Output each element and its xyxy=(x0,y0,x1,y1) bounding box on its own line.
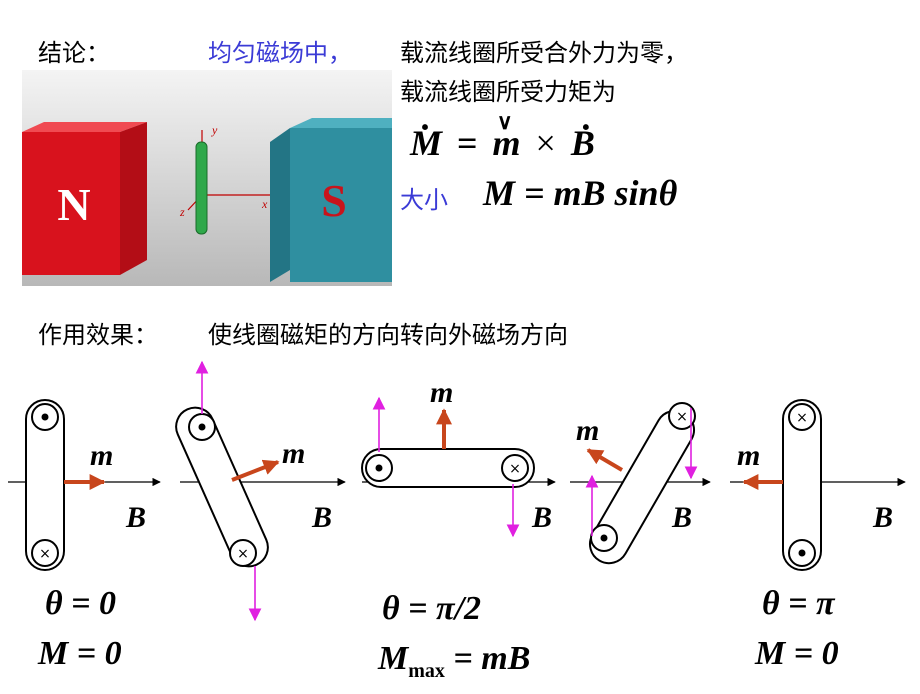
moment-label: m xyxy=(430,376,453,409)
axis-z-label: z xyxy=(179,205,185,219)
axis-y-label: y xyxy=(211,123,218,137)
case2-torque-subscript: max xyxy=(408,659,445,682)
case2-torque-symbol: M xyxy=(378,640,409,677)
current-out-dot-icon xyxy=(41,413,49,421)
field-label: B xyxy=(671,501,692,534)
net-force-zero-text: 载流线圈所受合外力为零， xyxy=(400,39,688,67)
magnetic-moment-arrow xyxy=(586,448,624,472)
moment-label: m xyxy=(282,437,305,470)
current-out-dot-icon xyxy=(198,423,206,431)
axis-x-label: x xyxy=(261,197,268,211)
field-label: B xyxy=(531,501,552,534)
diagram-theta-0: × m B xyxy=(8,399,161,571)
torque-symbol: M xyxy=(410,106,442,164)
coil-loop xyxy=(361,448,535,488)
field-label: B xyxy=(872,501,893,534)
moment-symbol: m xyxy=(493,110,521,164)
coil-loop xyxy=(175,406,269,568)
field-label: B xyxy=(125,501,146,534)
diagram-tilted-left: × m B xyxy=(175,360,346,622)
north-label: N xyxy=(57,179,90,230)
current-in-cross-icon: × xyxy=(237,546,249,562)
magnitude-label: 大小 xyxy=(400,186,448,214)
torque-statement-text: 载流线圈所受力矩为 xyxy=(400,78,616,106)
cross-sign: × xyxy=(535,123,556,163)
case2-torque: Mmax = mB xyxy=(378,640,530,683)
south-magnet: S xyxy=(270,118,392,282)
effect-text: 使线圈磁矩的方向转向外磁场方向 xyxy=(208,321,568,349)
torque-vector-formula: M = m × B xyxy=(410,106,595,164)
coil-loop xyxy=(782,399,822,571)
field-label: B xyxy=(311,501,332,534)
current-in-cross-icon: × xyxy=(509,461,521,477)
diagram-tilted-right: × m B xyxy=(570,402,711,565)
current-out-dot-icon xyxy=(798,549,806,557)
moment-label: m xyxy=(576,414,599,447)
magnetic-moment-arrow xyxy=(231,459,280,482)
case1-theta: θ = 0 xyxy=(45,585,117,622)
case3-torque: M = 0 xyxy=(755,635,839,672)
conclusion-label: 结论： xyxy=(38,39,110,67)
moment-label: m xyxy=(90,439,113,472)
field-symbol: B xyxy=(571,106,595,164)
coil-edge-on xyxy=(195,141,208,235)
diagram-theta-pi: × m B xyxy=(730,399,906,571)
current-in-cross-icon: × xyxy=(676,409,688,425)
coil-loop xyxy=(25,399,65,571)
case2-torque-value: = mB xyxy=(444,640,531,677)
south-label: S xyxy=(321,175,347,226)
case2-theta: θ = π/2 xyxy=(382,590,482,627)
equals-sign: = xyxy=(457,123,478,163)
current-in-cross-icon: × xyxy=(39,546,51,562)
current-in-cross-icon: × xyxy=(796,410,808,426)
magnitude-formula: M = mB sinθ xyxy=(483,173,678,213)
moment-label: m xyxy=(737,439,760,472)
uniform-field-condition: 均匀磁场中， xyxy=(208,39,352,67)
coil-orientation-diagrams: × m B × m B × xyxy=(0,350,920,690)
case3-theta: θ = π xyxy=(762,585,835,622)
case1-torque: M = 0 xyxy=(38,635,122,672)
diagram-theta-pi-half: × m B xyxy=(361,376,556,538)
current-out-dot-icon xyxy=(600,534,608,542)
effect-label: 作用效果： xyxy=(38,321,158,349)
magnet-scene-image: N S y x z xyxy=(22,70,392,286)
north-magnet: N xyxy=(22,122,147,275)
current-out-dot-icon xyxy=(375,464,383,472)
